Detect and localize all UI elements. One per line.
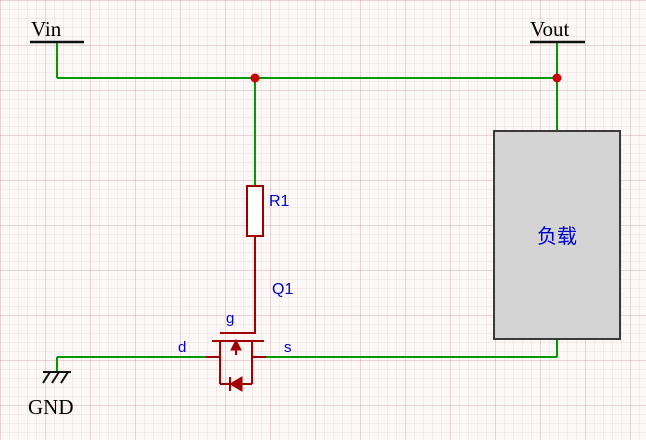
drain-pin-label: d [178,339,186,356]
junction-dot-vout [552,73,562,83]
port-vout[interactable]: Vout [530,17,585,44]
q1-designator[interactable]: Q1 [272,281,293,298]
vin-label: Vin [31,17,62,41]
diode-triangle [229,376,243,392]
resistor-r1[interactable] [246,185,264,333]
wires [56,42,558,372]
body-arrow-head [230,338,242,351]
gnd-symbol[interactable] [42,371,71,384]
port-vin[interactable]: Vin [30,17,84,44]
source-pin-label: s [284,339,292,356]
gate-pin-label: g [226,310,234,327]
junction-dot-r1 [250,73,260,83]
vout-label: Vout [530,17,569,41]
mosfet-q1[interactable] [206,332,266,392]
r1-designator[interactable]: R1 [269,193,290,210]
gnd-hatch-2 [51,371,60,384]
load-body [493,130,621,340]
gnd-hatch-1 [42,371,51,384]
load-block[interactable]: 负载 [493,130,621,340]
gnd-label: GND [28,395,74,419]
gnd-hatch-3 [60,371,69,384]
load-label: 负载 [537,225,577,248]
resistor-body [246,185,264,237]
